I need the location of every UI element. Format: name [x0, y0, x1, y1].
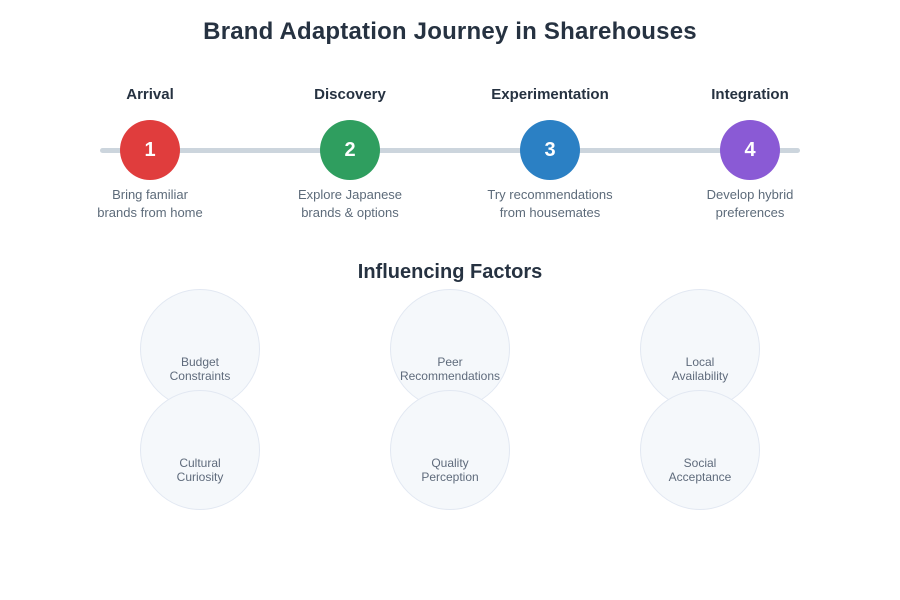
- step-description-line: brands & options: [301, 205, 399, 220]
- step-title: Experimentation: [491, 86, 609, 103]
- factor-label-line: Cultural: [179, 456, 221, 470]
- step-description: Bring familiar brands from home: [65, 186, 235, 222]
- factors-section-title: Influencing Factors: [357, 261, 543, 283]
- step-number-circle: 4: [720, 120, 780, 180]
- factor-budget-constraints: Budget Constraints: [140, 289, 260, 409]
- factor-peer-recommendations: Peer Recommendations: [390, 289, 510, 409]
- factor-label-line: Acceptance: [668, 470, 732, 484]
- page-title: Brand Adaptation Journey in Sharehouses: [203, 18, 697, 45]
- factor-label-line: Constraints: [169, 369, 231, 383]
- timeline-line: [100, 148, 800, 153]
- factor-label-line: Local: [685, 355, 715, 369]
- step-description-line: Explore Japanese: [297, 187, 403, 202]
- step-description-line: Bring familiar: [112, 187, 188, 202]
- factor-quality-perception: Quality Perception: [390, 390, 510, 510]
- factor-label-line: Curiosity: [176, 470, 224, 484]
- step-description-line: brands from home: [97, 205, 203, 220]
- journey-step-arrival: Arrival 1 Bring familiar brands from hom…: [50, 86, 250, 222]
- factor-social-acceptance: Social Acceptance: [640, 390, 760, 510]
- factor-label-line: Budget: [180, 355, 220, 369]
- step-title: Arrival: [126, 86, 174, 103]
- step-number-circle: 3: [520, 120, 580, 180]
- step-number-circle: 1: [120, 120, 180, 180]
- factor-label-line: Recommendations: [399, 369, 501, 383]
- factor-label: Quality Perception: [395, 456, 505, 484]
- step-description-line: Try recommendations: [487, 187, 613, 202]
- step-number-circle: 2: [320, 120, 380, 180]
- factor-label: Cultural Curiosity: [145, 456, 255, 484]
- factor-label-line: Social: [683, 456, 717, 470]
- step-description-line: from housemates: [499, 205, 601, 220]
- journey-step-integration: Integration 4 Develop hybrid preferences: [650, 86, 850, 222]
- factor-label-line: Quality: [431, 456, 469, 470]
- journey-step-experimentation: Experimentation 3 Try recommendations fr…: [450, 86, 650, 222]
- factor-label: Budget Constraints: [145, 355, 255, 383]
- factor-local-availability: Local Availability: [640, 289, 760, 409]
- factor-cultural-curiosity: Cultural Curiosity: [140, 390, 260, 510]
- step-description: Develop hybrid preferences: [665, 186, 835, 222]
- step-description-line: preferences: [715, 205, 785, 220]
- factor-label-line: Availability: [671, 369, 729, 383]
- step-description: Explore Japanese brands & options: [265, 186, 435, 222]
- step-description: Try recommendations from housemates: [465, 186, 635, 222]
- step-title: Integration: [711, 86, 789, 103]
- factor-label: Local Availability: [645, 355, 755, 383]
- factor-label-line: Peer: [437, 355, 463, 369]
- factor-label-line: Perception: [421, 470, 479, 484]
- step-title: Discovery: [314, 86, 386, 103]
- step-description-line: Develop hybrid: [706, 187, 794, 202]
- factor-label: Social Acceptance: [645, 456, 755, 484]
- journey-step-discovery: Discovery 2 Explore Japanese brands & op…: [250, 86, 450, 222]
- factor-label: Peer Recommendations: [395, 355, 505, 383]
